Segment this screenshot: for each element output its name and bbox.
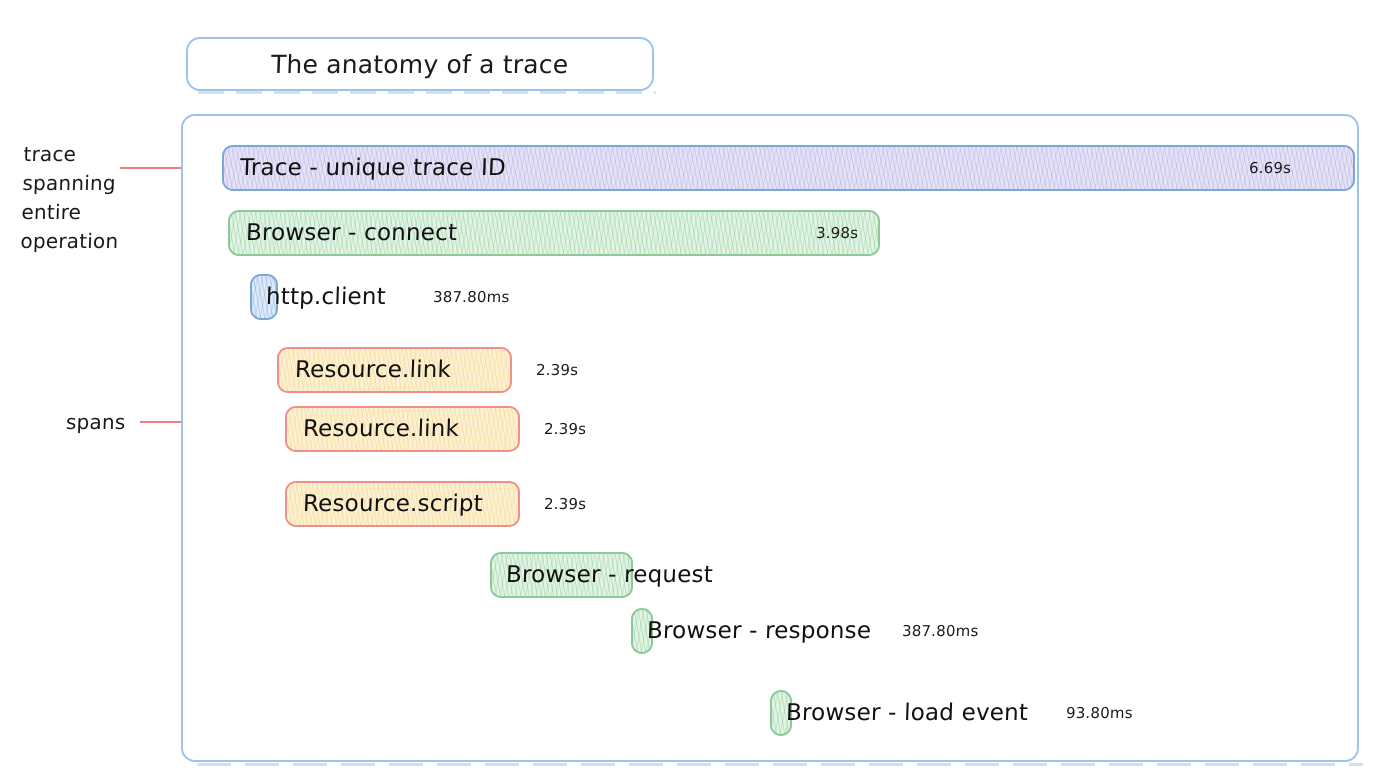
span-row[interactable]: http.client 387.80ms [250,274,509,320]
diagram-title-box: The anatomy of a trace [186,37,656,94]
span-duration: 2.39s [535,361,579,379]
span-label: http.client [265,284,387,310]
span-bar[interactable] [631,608,653,654]
span-bar[interactable]: Resource.script [285,481,520,527]
span-bar[interactable] [250,274,278,320]
span-duration: 2.39s [543,420,587,438]
span-bar[interactable]: Resource.link [277,347,512,393]
page-title: The anatomy of a trace [270,49,570,79]
trace-leader-line [120,167,192,169]
span-row[interactable]: Resource.link 2.39s [277,347,579,393]
span-bar[interactable]: Resource.link [285,406,520,452]
span-duration: 6.69s [1248,159,1292,177]
spans-annotation-label: spans [65,410,126,434]
span-label: Resource.script [302,491,484,517]
span-duration: 93.80ms [1065,704,1134,722]
span-bar[interactable]: Browser - connect 3.98s [228,210,880,256]
span-bar[interactable] [490,552,633,598]
span-label: Resource.link [294,357,452,383]
span-row[interactable]: Browser - response 387.80ms [631,608,979,654]
span-label: Browser - load event [785,700,1029,726]
span-row[interactable]: Trace - unique trace ID 6.69s [222,145,1355,191]
span-label: Browser - response [646,618,872,644]
span-row[interactable]: Resource.script 2.39s [285,481,587,527]
span-label: Resource.link [302,416,460,442]
span-bar[interactable] [770,690,792,736]
span-row[interactable]: Browser - connect 3.98s [228,210,880,256]
span-row[interactable]: Resource.link 2.39s [285,406,587,452]
span-duration: 2.39s [543,495,587,513]
spans-leader-line [140,421,212,423]
span-row[interactable]: Browser - request [490,552,713,598]
span-row[interactable]: Browser - load event 93.80ms [770,690,1133,736]
span-label: Trace - unique trace ID [239,155,507,181]
span-duration: 3.98s [815,224,859,242]
span-label: Browser - connect [245,220,458,246]
trace-annotation-label: trace spanning entire operation [20,142,119,253]
span-duration: 387.80ms [432,288,510,306]
span-duration: 387.80ms [901,622,979,640]
span-bar[interactable]: Trace - unique trace ID 6.69s [222,145,1355,191]
